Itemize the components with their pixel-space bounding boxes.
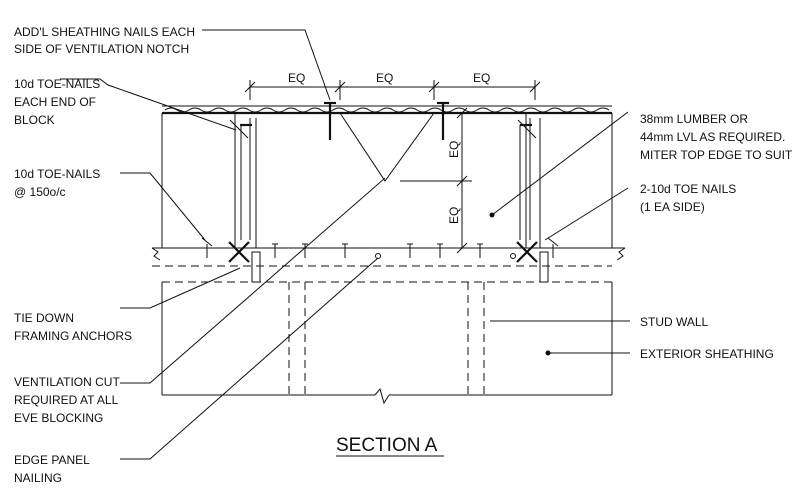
top-nails (240, 101, 532, 140)
label-toe-nails-end-3: BLOCK (14, 113, 55, 127)
roof-sheathing (162, 105, 612, 115)
label-stud-wall: STUD WALL (640, 315, 709, 329)
label-exterior-sheathing: EXTERIOR SHEATHING (640, 347, 774, 361)
label-toe-nails-end-2: EACH END OF (14, 95, 96, 109)
label-toe-nails-150-2: @ 150o/c (14, 185, 66, 199)
eve-blocking (151, 112, 626, 261)
top-plate (152, 265, 612, 283)
dimension-text: EQ EQ EQ EQ EQ (288, 71, 490, 224)
leader-lines (60, 29, 630, 460)
dim-eq-vert-1: EQ (447, 141, 461, 158)
label-lumber: 38mm LUMBER OR (640, 112, 748, 126)
label-toe-side-2: (1 EA SIDE) (640, 200, 705, 214)
dimension-lines (244, 80, 541, 254)
label-tie-down-2: FRAMING ANCHORS (14, 329, 132, 343)
dim-eq-2: EQ (376, 71, 393, 85)
section-title: SECTION A (336, 435, 444, 457)
label-toe-side: 2-10d TOE NAILS (640, 182, 736, 196)
label-edge-panel: EDGE PANEL (14, 453, 90, 467)
annotations: ADD'L SHEATHING NAILS EACH SIDE OF VENTI… (14, 25, 793, 485)
bottom-nails (201, 237, 559, 259)
section-title-text: SECTION A (336, 435, 438, 456)
end-blocks (229, 113, 541, 248)
dim-eq-1: EQ (288, 71, 305, 85)
label-toe-nails-end: 10d TOE-NAILS (14, 77, 100, 91)
label-sheathing-nails: ADD'L SHEATHING NAILS EACH (14, 25, 195, 39)
dim-eq-3: EQ (473, 71, 490, 85)
label-ventilation-cut: VENTILATION CUT (14, 375, 120, 389)
label-tie-down: TIE DOWN (14, 311, 74, 325)
label-toe-nails-150: 10d TOE-NAILS (14, 167, 100, 181)
label-ventilation-cut-3: EVE BLOCKING (14, 411, 103, 425)
label-lumber-3: MITER TOP EDGE TO SUIT (640, 148, 793, 162)
label-ventilation-cut-2: REQUIRED AT ALL (14, 393, 119, 407)
label-edge-panel-2: NAILING (14, 471, 62, 485)
dim-eq-vert-2: EQ (447, 207, 461, 224)
stud-wall (161, 282, 613, 405)
label-lumber-2: 44mm LVL AS REQUIRED. (640, 130, 785, 144)
label-sheathing-nails-2: SIDE OF VENTILATION NOTCH (14, 42, 189, 56)
